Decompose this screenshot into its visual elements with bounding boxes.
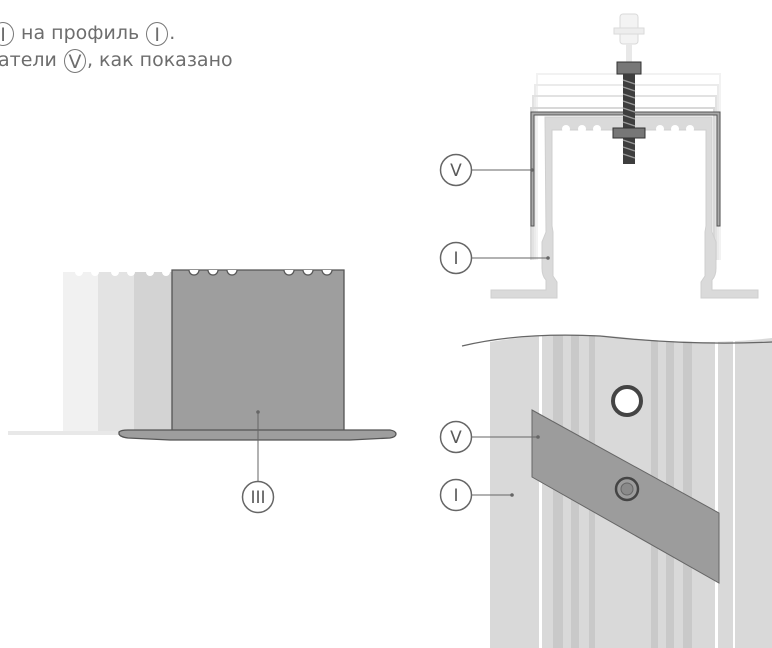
callout-label-i: I [453,486,458,506]
endcap-body [171,269,345,435]
top-view: V I [439,334,772,648]
leader-dot [510,493,514,497]
leader-dot [530,168,534,172]
ghost-base [8,431,123,435]
callout-circle [439,241,473,275]
callout-circle [241,480,275,514]
mounting-clip [530,111,721,227]
callout-circle [439,153,473,187]
side-view: III [8,268,397,514]
profile-cross-section [490,116,759,299]
instruction-text: . [169,22,176,44]
marker-circle: I [146,21,169,46]
marker-circle: I [0,21,14,46]
screw-nut [612,127,646,139]
screw-nut [616,61,642,75]
leader-dot [536,435,540,439]
leader-dot [546,256,550,260]
mounting-hole [611,385,643,417]
instruction-text: на профиль [15,22,146,44]
screw [612,13,646,164]
marker-circle: V [63,48,86,73]
callout-circle [439,478,473,512]
callout-circle [439,420,473,454]
instruction-text: , как показано [86,49,233,71]
instruction-line-2: атели V, как показано [0,48,233,73]
screw-head-inner [620,482,634,496]
callout-label-v: V [450,428,462,448]
callout-label-v: V [450,161,462,181]
callout-label-iii: III [250,488,265,508]
instruction-text: атели [0,49,63,71]
cut-line [461,334,772,347]
callout-label-i: I [453,249,458,269]
cross-section-view: V I [439,13,759,299]
instruction-line-1: I на профиль I. [0,21,175,46]
